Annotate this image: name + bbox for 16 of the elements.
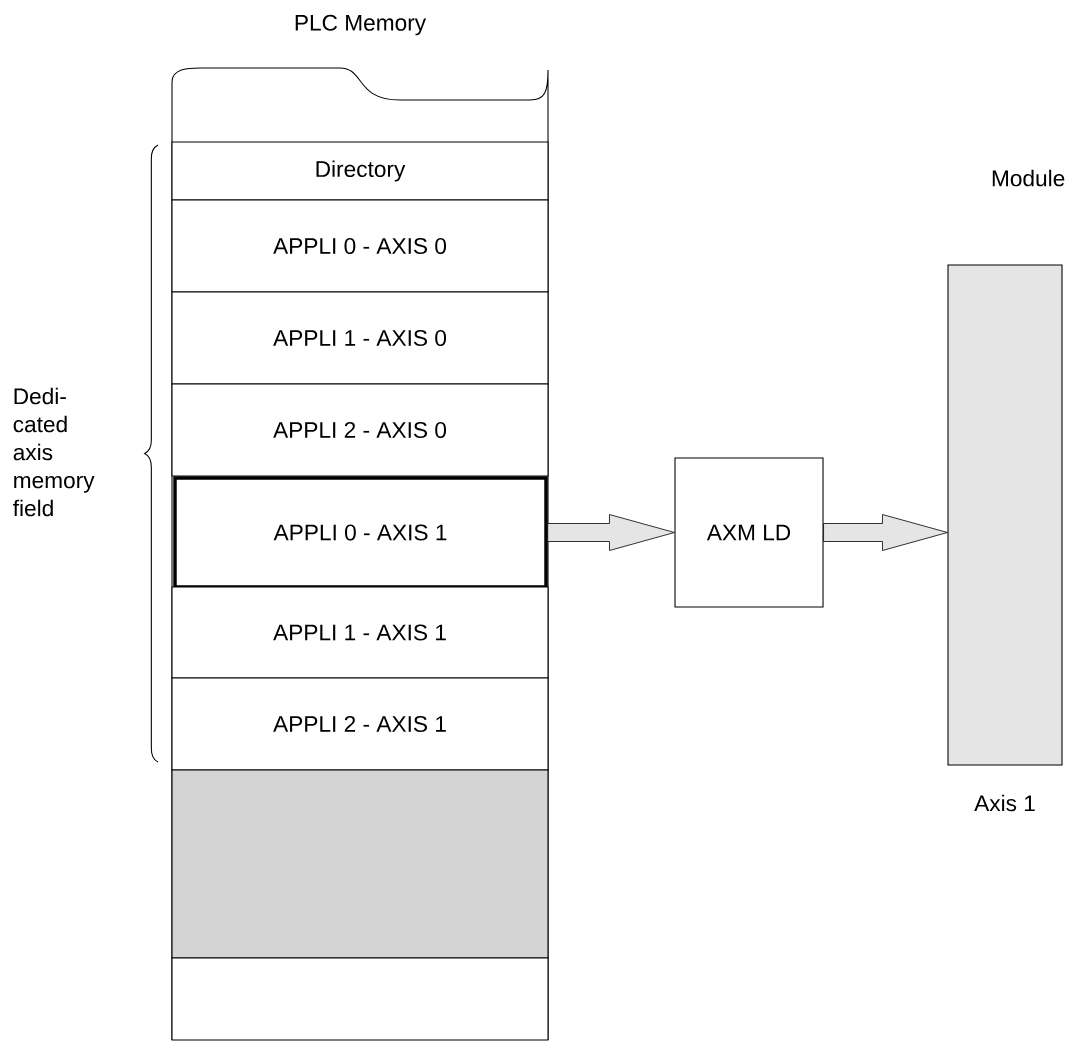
block-arrow: [823, 514, 948, 551]
memory-row: APPLI 0 - AXIS 1: [173, 476, 548, 589]
block-arrow: [547, 514, 675, 551]
node-label: Module: [992, 169, 1065, 187]
memory-block: [171, 957, 549, 1041]
memory-row: APPLI 2 - AXIS 0: [171, 383, 549, 477]
process-box: AXM LD: [674, 457, 824, 608]
memory-row: Directory: [171, 141, 549, 201]
memory-row: APPLI 2 - AXIS 1: [171, 677, 549, 771]
brace-label: Dedi-cated axis memory field: [13, 387, 95, 517]
module-bar: Module: [947, 169, 1065, 766]
memory-row: APPLI 1 - AXIS 0: [171, 291, 549, 385]
memory-row: APPLI 1 - AXIS 1: [171, 586, 549, 679]
memory-block: [171, 769, 549, 959]
node-label: Axis 1: [974, 794, 1035, 812]
memory-row: APPLI 0 - AXIS 0: [171, 199, 549, 293]
